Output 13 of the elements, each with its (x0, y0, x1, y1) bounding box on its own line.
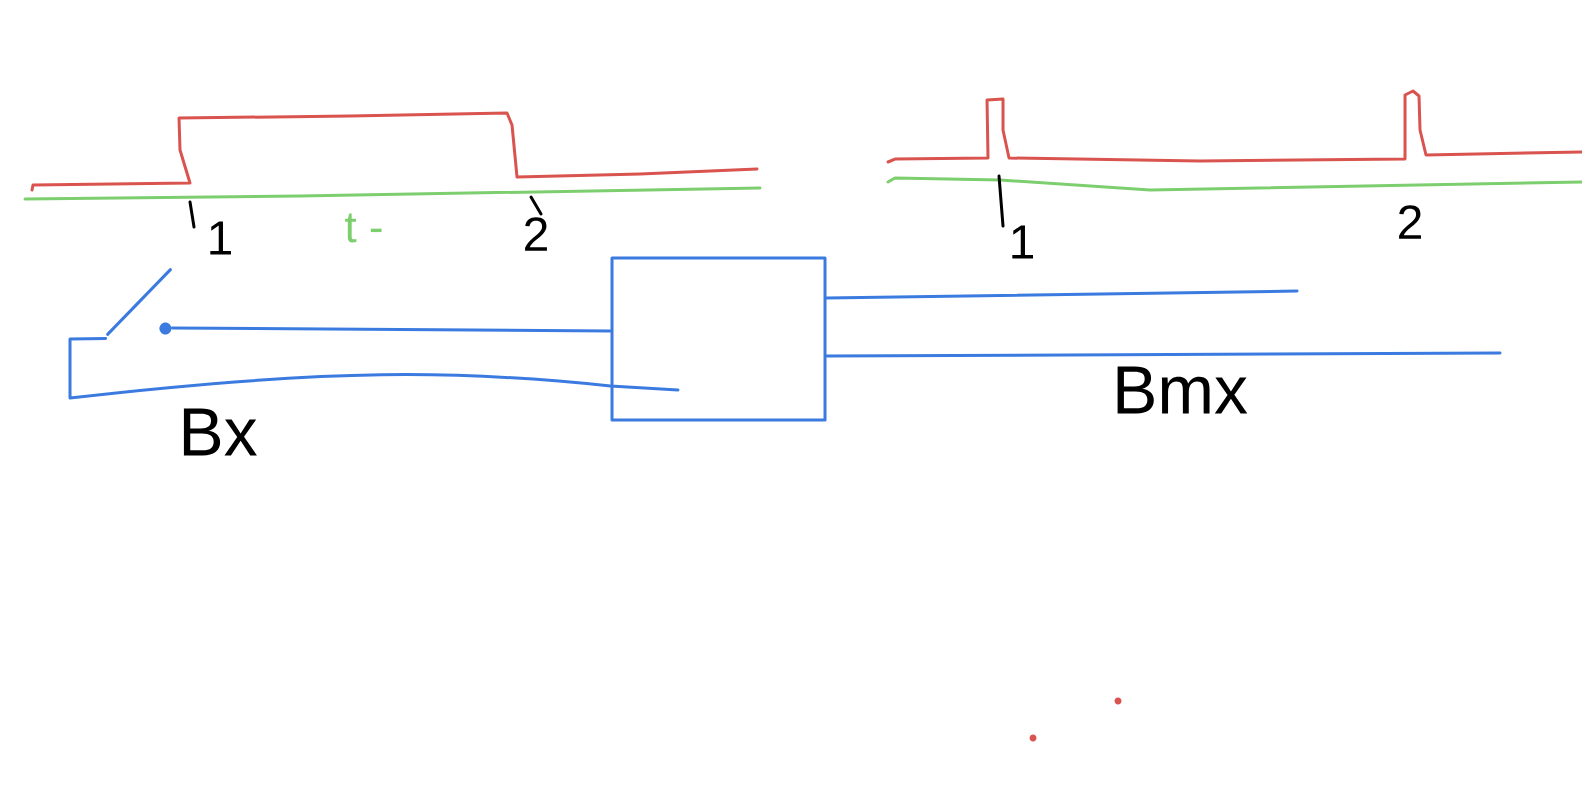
number-label: 2 (1399, 205, 1421, 239)
switch-symbol (106, 268, 172, 336)
circuit-box (610, 256, 827, 422)
axis-label: t - (345, 213, 382, 243)
number-label: 1 (210, 221, 231, 255)
wire (170, 326, 612, 333)
wire (825, 351, 1502, 358)
number-label: 2 (525, 217, 547, 251)
text-label: Bmx (1117, 366, 1248, 414)
number-label: 1 (1012, 225, 1033, 259)
wire (825, 289, 1299, 300)
wire (68, 336, 680, 400)
text-label: Bx (183, 408, 257, 456)
